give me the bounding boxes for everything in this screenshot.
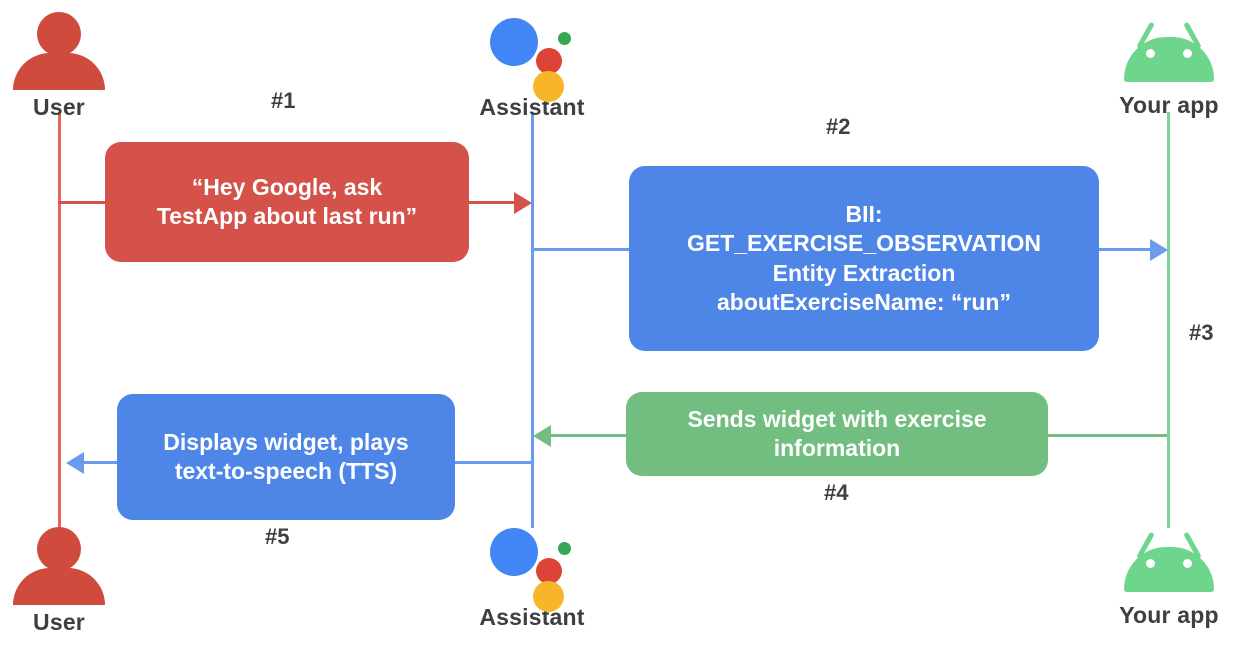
- connector-4-left: [551, 434, 629, 437]
- actor-label-user-top: User: [33, 94, 85, 120]
- actor-label-user-bottom: User: [33, 609, 85, 635]
- google-assistant-icon: [486, 12, 578, 102]
- arrowhead-5: [66, 452, 84, 474]
- step-number-3: #3: [1189, 320, 1214, 345]
- actor-assistant-bottom: Assistant: [457, 522, 607, 629]
- message-box-5: Displays widget, plays text-to-speech (T…: [117, 394, 455, 520]
- message-box-2: BII: GET_EXERCISE_OBSERVATION Entity Ext…: [629, 166, 1099, 351]
- android-icon: [1121, 522, 1217, 600]
- connector-1-left: [58, 201, 118, 204]
- actor-label-your-app-top: Your app: [1119, 92, 1219, 118]
- arrowhead-2: [1150, 239, 1168, 261]
- connector-4-right: [1046, 434, 1167, 437]
- message-box-1: “Hey Google, ask TestApp about last run”: [105, 142, 469, 262]
- step-number-2: #2: [826, 114, 851, 139]
- connector-1-right: [466, 201, 516, 204]
- android-icon: [1121, 12, 1217, 90]
- actor-assistant-top: Assistant: [457, 12, 607, 119]
- connector-2-right: [1098, 248, 1152, 251]
- step-number-4: #4: [824, 480, 849, 505]
- actor-your-app-bottom: Your app: [1094, 522, 1244, 627]
- google-assistant-icon: [486, 522, 578, 612]
- person-icon: [13, 527, 105, 605]
- step-number-5: #5: [265, 524, 290, 549]
- actor-your-app-top: Your app: [1094, 12, 1244, 117]
- actor-user-bottom: User: [0, 527, 134, 634]
- lifeline-assistant: [531, 112, 534, 528]
- connector-5-left: [84, 461, 118, 464]
- message-text-4: Sends widget with exercise information: [687, 405, 987, 461]
- arrowhead-4: [533, 425, 551, 447]
- connector-5-right: [455, 461, 533, 464]
- lifeline-your-app: [1167, 112, 1170, 528]
- connector-2-left: [531, 248, 632, 251]
- actor-label-assistant-top: Assistant: [479, 94, 585, 120]
- message-text-1: “Hey Google, ask TestApp about last run”: [156, 173, 418, 229]
- actor-label-assistant-bottom: Assistant: [479, 604, 585, 630]
- actor-user-top: User: [0, 12, 134, 119]
- message-text-5: Displays widget, plays text-to-speech (T…: [163, 428, 409, 484]
- lifeline-user: [58, 112, 61, 528]
- arrowhead-1: [514, 192, 532, 214]
- message-text-2: BII: GET_EXERCISE_OBSERVATION Entity Ext…: [686, 200, 1042, 315]
- message-box-4: Sends widget with exercise information: [626, 392, 1048, 476]
- person-icon: [13, 12, 105, 90]
- actor-label-your-app-bottom: Your app: [1119, 602, 1219, 628]
- step-number-1: #1: [271, 88, 296, 113]
